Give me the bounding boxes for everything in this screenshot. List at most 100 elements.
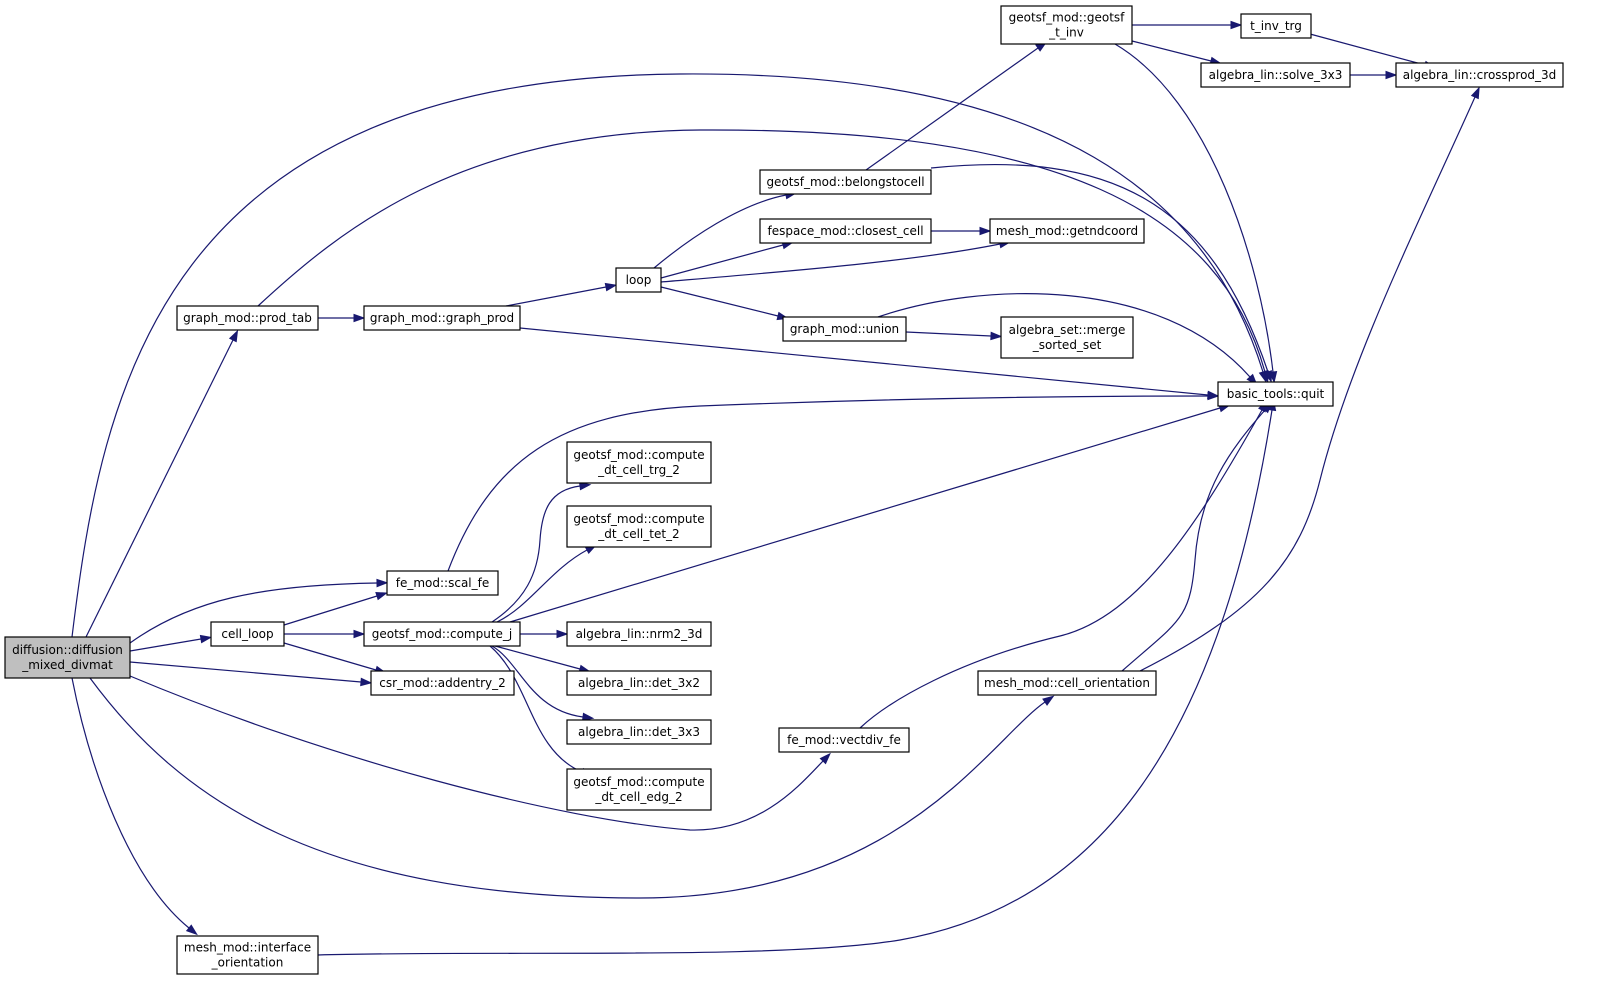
node-label: algebra_lin::nrm2_3d xyxy=(576,627,703,641)
edge-geotsf_mod_compute_j-to-geotsf_mod_compute_dt_cell_trg_2 xyxy=(491,481,592,623)
node-box xyxy=(1240,13,1312,39)
edge-mesh_mod_cell_orientation-to-basic_tools_quit xyxy=(1121,401,1273,672)
node-basic_tools_quit[interactable]: basic_tools::quit xyxy=(1217,381,1334,407)
node-label: algebra_lin::det_3x2 xyxy=(578,676,700,690)
node-label: csr_mod::addentry_2 xyxy=(379,676,505,690)
edge-loop-to-mesh_mod_getndcoord xyxy=(660,239,1012,283)
arrowhead-icon xyxy=(1385,70,1398,80)
node-graph_mod_prod_tab[interactable]: graph_mod::prod_tab xyxy=(176,305,319,331)
node-label: _t_inv xyxy=(1048,26,1084,40)
node-label: geotsf_mod::belongstocell xyxy=(766,175,924,189)
node-geotsf_mod_geotsf_t_inv[interactable]: geotsf_mod::geotsf_t_inv xyxy=(1000,5,1133,45)
function-nodes: diffusion::diffusion_mixed_divmat graph_m… xyxy=(4,5,1564,975)
node-box xyxy=(566,670,712,696)
node-graph_mod_union[interactable]: graph_mod::union xyxy=(782,316,907,342)
node-label: geotsf_mod::compute xyxy=(573,775,704,789)
node-mesh_mod_getndcoord[interactable]: mesh_mod::getndcoord xyxy=(989,218,1145,244)
node-label: t_inv_trg xyxy=(1250,19,1302,33)
node-box xyxy=(566,768,712,811)
arrowhead-icon xyxy=(353,629,366,639)
arrowhead-icon xyxy=(360,677,373,687)
edge-graph_mod_prod_tab-to-graph_mod_graph_prod xyxy=(318,313,366,323)
node-label: geotsf_mod::compute xyxy=(573,448,704,462)
node-fe_mod_vectdiv_fe[interactable]: fe_mod::vectdiv_fe xyxy=(778,727,910,753)
edge-diffusion_mixed_divmat-to-fe_mod_vectdiv_fe xyxy=(129,675,831,831)
arrowhead-icon xyxy=(1207,391,1220,401)
node-diffusion_mixed_divmat: diffusion::diffusion_mixed_divmat xyxy=(4,636,131,679)
edge-cell_loop-to-csr_mod_addentry_2 xyxy=(283,642,388,674)
node-label: diffusion::diffusion xyxy=(12,643,123,657)
node-algebra_set_merge_sorted_set[interactable]: algebra_set::merge_sorted_set xyxy=(1000,316,1134,359)
node-mesh_mod_interface_orientation[interactable]: mesh_mod::interface_orientation xyxy=(176,935,319,975)
node-label: geotsf_mod::compute_j xyxy=(372,627,513,641)
edge-loop-to-graph_mod_union xyxy=(660,286,790,321)
node-label: loop xyxy=(626,273,652,287)
node-box xyxy=(759,218,932,244)
node-label: _mixed_divmat xyxy=(21,658,113,672)
node-geotsf_mod_compute_dt_cell_tet_2[interactable]: geotsf_mod::compute_dt_cell_tet_2 xyxy=(566,505,712,548)
node-box xyxy=(210,621,285,647)
edge-mesh_mod_cell_orientation-to-algebra_lin_crossprod_3d xyxy=(1139,86,1480,672)
arrowhead-icon xyxy=(228,329,239,343)
node-geotsf_mod_belongstocell[interactable]: geotsf_mod::belongstocell xyxy=(759,169,932,195)
node-box xyxy=(566,621,712,647)
node-label: _orientation xyxy=(211,956,284,970)
edge-algebra_lin_solve_3x3-to-algebra_lin_crossprod_3d xyxy=(1350,70,1398,80)
node-label: geotsf_mod::compute xyxy=(573,512,704,526)
node-csr_mod_addentry_2[interactable]: csr_mod::addentry_2 xyxy=(370,670,515,696)
arrowhead-icon xyxy=(375,592,388,601)
node-fespace_mod_closest_cell[interactable]: fespace_mod::closest_cell xyxy=(759,218,932,244)
node-algebra_lin_crossprod_3d[interactable]: algebra_lin::crossprod_3d xyxy=(1395,62,1564,88)
node-algebra_lin_nrm2_3d[interactable]: algebra_lin::nrm2_3d xyxy=(566,621,712,647)
edge-geotsf_mod_geotsf_t_inv-to-algebra_lin_solve_3x3 xyxy=(1131,40,1223,66)
edge-diffusion_mixed_divmat-to-cell_loop xyxy=(129,634,213,652)
edge-diffusion_mixed_divmat-to-graph_mod_prod_tab xyxy=(85,329,239,638)
node-graph_mod_graph_prod[interactable]: graph_mod::graph_prod xyxy=(363,305,521,331)
node-cell_loop[interactable]: cell_loop xyxy=(210,621,285,647)
node-geotsf_mod_compute_dt_cell_trg_2[interactable]: geotsf_mod::compute_dt_cell_trg_2 xyxy=(566,441,712,484)
node-label: fe_mod::scal_fe xyxy=(396,576,490,590)
arrowhead-icon xyxy=(819,752,831,765)
node-t_inv_trg[interactable]: t_inv_trg xyxy=(1240,13,1312,39)
node-label: graph_mod::graph_prod xyxy=(370,311,514,325)
edge-geotsf_mod_compute_j-to-algebra_lin_nrm2_3d xyxy=(520,629,569,639)
node-label: algebra_lin::crossprod_3d xyxy=(1403,68,1557,82)
arrowhead-icon xyxy=(604,282,618,292)
arrowhead-icon xyxy=(990,331,1003,341)
node-label: _dt_cell_edg_2 xyxy=(594,790,682,804)
node-box xyxy=(566,441,712,484)
arrowhead-icon xyxy=(1230,20,1243,30)
arrowhead-icon xyxy=(199,634,213,644)
node-box xyxy=(566,719,712,745)
node-geotsf_mod_compute_dt_cell_edg_2[interactable]: geotsf_mod::compute_dt_cell_edg_2 xyxy=(566,768,712,811)
edge-geotsf_mod_geotsf_t_inv-to-basic_tools_quit xyxy=(1114,43,1278,384)
node-label: _sorted_set xyxy=(1032,338,1102,352)
node-label: cell_loop xyxy=(221,627,273,641)
edge-geotsf_mod_geotsf_t_inv-to-t_inv_trg xyxy=(1132,20,1243,30)
node-box xyxy=(176,935,319,975)
arrowhead-icon xyxy=(1470,86,1480,100)
node-label: fe_mod::vectdiv_fe xyxy=(787,733,901,747)
edge-graph_mod_graph_prod-to-loop xyxy=(505,282,618,307)
node-mesh_mod_cell_orientation[interactable]: mesh_mod::cell_orientation xyxy=(977,670,1157,696)
node-label: mesh_mod::getndcoord xyxy=(996,224,1138,238)
edge-cell_loop-to-fe_mod_scal_fe xyxy=(283,592,388,626)
node-label: graph_mod::union xyxy=(790,322,899,336)
node-box xyxy=(1395,62,1564,88)
node-box xyxy=(1217,381,1334,407)
node-box xyxy=(1000,316,1134,359)
node-box xyxy=(386,570,499,596)
edge-geotsf_mod_compute_j-to-geotsf_mod_compute_dt_cell_edg_2 xyxy=(489,645,593,777)
node-label: algebra_set::merge xyxy=(1009,323,1126,337)
edge-fespace_mod_closest_cell-to-mesh_mod_getndcoord xyxy=(931,226,992,236)
node-algebra_lin_det_3x2[interactable]: algebra_lin::det_3x2 xyxy=(566,670,712,696)
node-algebra_lin_det_3x3[interactable]: algebra_lin::det_3x3 xyxy=(566,719,712,745)
node-geotsf_mod_compute_j[interactable]: geotsf_mod::compute_j xyxy=(363,621,521,647)
node-label: basic_tools::quit xyxy=(1227,387,1325,401)
node-algebra_lin_solve_3x3[interactable]: algebra_lin::solve_3x3 xyxy=(1200,62,1351,88)
node-fe_mod_scal_fe[interactable]: fe_mod::scal_fe xyxy=(386,570,499,596)
arrowhead-icon xyxy=(556,629,569,639)
node-loop[interactable]: loop xyxy=(615,267,662,293)
node-box xyxy=(1000,5,1133,45)
